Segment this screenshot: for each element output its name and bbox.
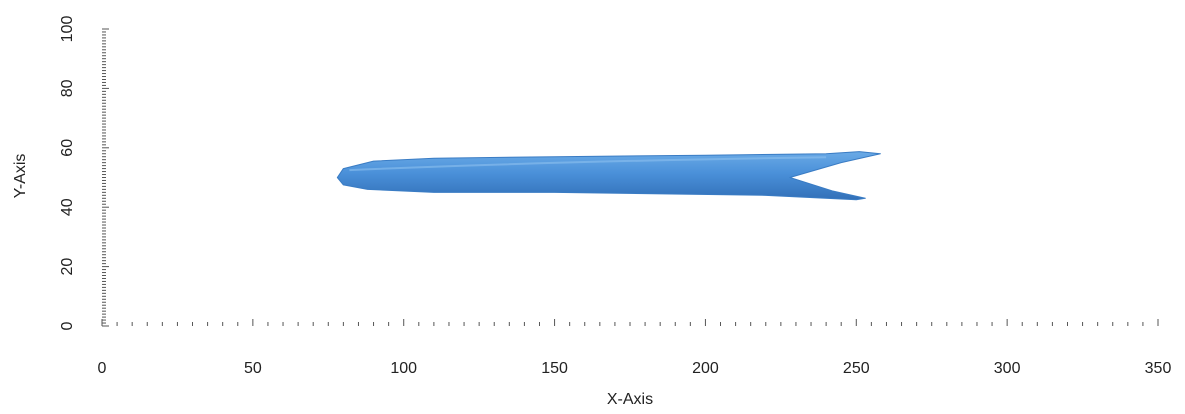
y-tick-label: 80	[59, 79, 76, 97]
x-tick-label: 200	[692, 360, 719, 377]
x-tick-label: 0	[98, 360, 107, 377]
x-tick-label: 100	[390, 360, 417, 377]
surface-highlight	[349, 156, 827, 172]
y-tick-label: 0	[59, 321, 76, 330]
x-tick-label: 50	[244, 360, 262, 377]
y-tick-label: 60	[59, 139, 76, 157]
x-axis-title: X-Axis	[607, 391, 653, 408]
x-axis-ticks	[101, 319, 1159, 326]
x-tick-label: 250	[843, 360, 870, 377]
x-tick-label: 150	[541, 360, 568, 377]
y-tick-label: 20	[59, 258, 76, 276]
x-tick-label: 300	[994, 360, 1021, 377]
x-tick-labels: 0 50 100 150 200 250 300 350	[98, 360, 1172, 377]
x-tick-label: 350	[1145, 360, 1172, 377]
y-tick-label: 100	[59, 16, 76, 43]
shape-layer	[336, 151, 881, 201]
surface-shape	[336, 151, 881, 201]
y-axis-ticks	[102, 28, 109, 327]
y-tick-label: 40	[59, 198, 76, 216]
y-tick-labels: 0 20 40 60 80 100	[59, 16, 76, 331]
y-axis-title: Y-Axis	[12, 154, 29, 199]
